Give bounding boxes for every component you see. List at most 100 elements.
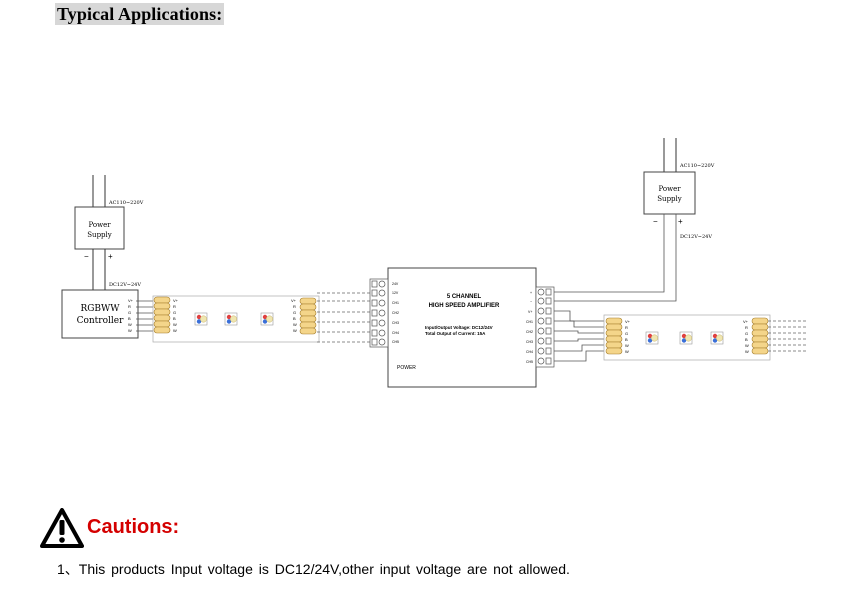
amp-output-pin: CH1 bbox=[526, 320, 533, 324]
right-strip-in-pins: V+ R G B W W bbox=[625, 319, 631, 354]
led-chip-icon bbox=[710, 331, 724, 345]
left-strip-in-pins: V+ R G B W W bbox=[173, 298, 179, 333]
strip-pin-label: B bbox=[745, 337, 748, 342]
amp-output-pin: CH4 bbox=[526, 350, 533, 354]
strip-pin-label: G bbox=[745, 331, 748, 336]
amp-input-pin: CH4 bbox=[392, 331, 399, 335]
amp-input-pin: CH5 bbox=[392, 340, 399, 344]
controller-pins: V+ R G B W W bbox=[128, 298, 134, 333]
amp-input-pin: CH3 bbox=[392, 321, 399, 325]
strip-pin-label: R bbox=[293, 304, 296, 309]
amp-input-pin: 24V bbox=[392, 282, 399, 286]
amp-output-pin: − bbox=[530, 300, 532, 304]
left-psu-box bbox=[74, 206, 125, 250]
controller-box bbox=[61, 289, 139, 339]
right-strip-in-connector bbox=[605, 317, 623, 355]
strip-pin-label: W bbox=[745, 349, 749, 354]
amplifier-spec-2: Total Output of Current: 15A bbox=[425, 331, 486, 336]
strip-pin-label: W bbox=[293, 328, 297, 333]
amplifier-spec-1: Input/Output Voltage: DC12/24V bbox=[425, 325, 493, 330]
left-led-strip: V+ R G B W W V+ R G B W W bbox=[152, 295, 320, 343]
strip-pin-label: W bbox=[173, 322, 177, 327]
right-strip-out-connector bbox=[751, 317, 769, 355]
strip-pin-label: R bbox=[625, 325, 628, 330]
amplifier-box bbox=[387, 267, 537, 388]
amp-output-pin: CH3 bbox=[526, 340, 533, 344]
right-led-strip: V+ R G B W W V+ R G B W W bbox=[603, 314, 771, 361]
controller-title-1: RGBWW bbox=[80, 304, 120, 314]
controller-title-2: Controller bbox=[77, 316, 125, 326]
left-dc-label: DC12V~24V bbox=[109, 282, 141, 288]
page-heading: Typical Applications: bbox=[55, 3, 225, 25]
right-wires bbox=[554, 214, 677, 362]
strip-pin-label: B bbox=[173, 316, 176, 321]
left-ac-label: AC110~220V bbox=[108, 200, 144, 206]
controller-pin: W bbox=[128, 322, 132, 327]
strip-pin-label: B bbox=[625, 337, 628, 342]
strip-pin-label: R bbox=[173, 304, 176, 309]
right-psu-title-1: Power bbox=[658, 185, 681, 193]
right-power-supply: AC110~220V Power Supply − + DC12V~24V bbox=[643, 138, 715, 240]
caution-text: 1、This products Input voltage is DC12/24… bbox=[57, 559, 570, 579]
strip-pin-label: W bbox=[173, 328, 177, 333]
strip-pin-label: W bbox=[625, 343, 629, 348]
amplifier-output-pins: + − V+ CH1 CH2 CH3 CH4 CH5 bbox=[526, 291, 533, 364]
left-psu-title-1: Power bbox=[88, 221, 111, 229]
left-strip-in-connector bbox=[153, 296, 171, 334]
right-dashed-wires bbox=[768, 320, 808, 352]
controller-pin: B bbox=[128, 316, 131, 321]
amp-output-pin: CH2 bbox=[526, 330, 533, 334]
amp-output-pin: + bbox=[530, 291, 532, 295]
controller-pin: W bbox=[128, 328, 132, 333]
controller-pin: G bbox=[128, 310, 131, 315]
left-power-supply: AC110~220V Power Supply − + DC12V~24V bbox=[74, 175, 144, 290]
amp-output-pin: CH5 bbox=[526, 360, 533, 364]
led-chip-icon bbox=[224, 312, 238, 326]
left-dashed-wires bbox=[317, 292, 370, 343]
strip-pin-label: W bbox=[293, 322, 297, 327]
amp-output-pin: V+ bbox=[528, 310, 532, 314]
led-chip-icon bbox=[645, 331, 659, 345]
led-chip-icon bbox=[194, 312, 208, 326]
amplifier-power-label: POWER bbox=[397, 365, 416, 371]
left-strip-out-pins: V+ R G B W W bbox=[291, 298, 297, 333]
right-psu-minus: − bbox=[653, 217, 658, 226]
amp-input-pin: CH1 bbox=[392, 301, 399, 305]
left-psu-minus: − bbox=[84, 252, 89, 261]
strip-pin-label: V+ bbox=[291, 298, 297, 303]
amplifier: 24V 12V CH1 CH2 CH3 CH4 CH5 5 CHANNEL HI… bbox=[369, 267, 555, 388]
right-psu-box bbox=[643, 171, 696, 215]
amplifier-input-terminal bbox=[369, 278, 389, 348]
strip-pin-label: G bbox=[293, 310, 296, 315]
strip-pin-label: B bbox=[293, 316, 296, 321]
cautions-title: Cautions: bbox=[87, 516, 180, 538]
strip-pin-label: G bbox=[625, 331, 628, 336]
left-psu-plus: + bbox=[108, 252, 113, 261]
amplifier-output-terminal bbox=[535, 286, 555, 368]
controller-pin: V+ bbox=[128, 298, 134, 303]
strip-pin-label: W bbox=[745, 343, 749, 348]
led-chip-icon bbox=[260, 312, 274, 326]
amp-input-pin: CH2 bbox=[392, 311, 399, 315]
strip-pin-label: R bbox=[745, 325, 748, 330]
left-psu-title-2: Supply bbox=[87, 231, 112, 239]
amplifier-title-2: HIGH SPEED AMPLIFIER bbox=[429, 303, 500, 309]
led-chip-icon bbox=[679, 331, 693, 345]
right-psu-title-2: Supply bbox=[657, 195, 682, 203]
right-strip-out-pins: V+ R G B W W bbox=[743, 319, 749, 354]
amp-input-pin: 12V bbox=[392, 291, 399, 295]
amplifier-title-1: 5 CHANNEL bbox=[447, 294, 482, 300]
left-strip-out-connector bbox=[299, 297, 317, 335]
controller-pin: R bbox=[128, 304, 131, 309]
strip-pin-label: G bbox=[173, 310, 176, 315]
strip-pin-label: V+ bbox=[173, 298, 179, 303]
right-ac-label: AC110~220V bbox=[679, 163, 715, 169]
strip-pin-label: V+ bbox=[625, 319, 631, 324]
caution-line-1: 1、This products Input voltage is DC12/24… bbox=[57, 561, 570, 577]
warning-icon bbox=[40, 508, 84, 548]
right-psu-plus: + bbox=[678, 217, 683, 226]
amplifier-input-pins: 24V 12V CH1 CH2 CH3 CH4 CH5 bbox=[392, 282, 399, 344]
rgbww-controller: RGBWW Controller V+ R G B W W bbox=[61, 289, 154, 339]
strip-pin-label: V+ bbox=[743, 319, 749, 324]
right-dc-label: DC12V~24V bbox=[680, 234, 712, 240]
